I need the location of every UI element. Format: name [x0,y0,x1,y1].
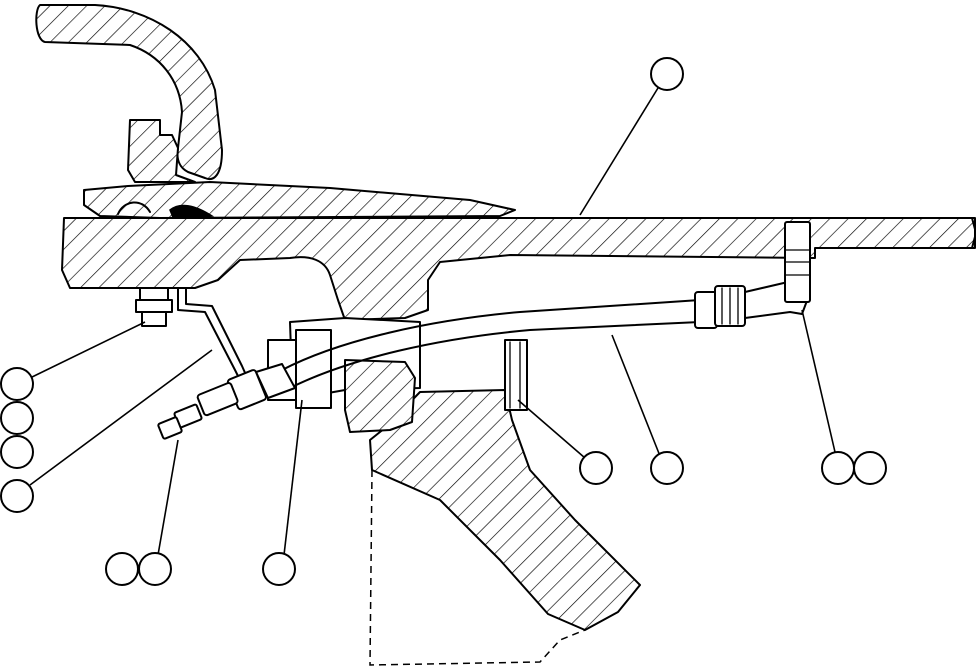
lower-casting [369,389,641,666]
callout-left-1 [0,367,34,401]
callout-left-3 [0,435,34,469]
callout-upper-right [650,57,684,91]
main-beam [61,217,976,321]
callout-mid-2 [650,451,684,485]
callout-left-2 [0,401,34,435]
callout-right-a [821,451,855,485]
callout-left-4 [0,479,34,513]
tapered-plate [83,181,516,223]
leader-mid-2 [611,334,661,457]
callout-mid-1 [579,451,613,485]
leader-upper-right [579,87,659,216]
callout-right-b [853,451,887,485]
hook-latch [35,4,223,183]
leader-right [801,309,836,453]
leader-left-4 [29,349,213,486]
bent-bracket [135,287,251,389]
leader-left-1 [29,321,146,379]
callout-bottom-left-b [138,552,172,586]
leader-lines [29,87,836,556]
leader-bottom-left [157,439,179,556]
callout-bottom-left-a [105,552,139,586]
leader-mid-1 [517,399,586,459]
hose-assembly [157,221,811,440]
leader-bottom-mid [283,399,303,556]
callout-bottom-mid [262,552,296,586]
support-post [504,339,528,411]
